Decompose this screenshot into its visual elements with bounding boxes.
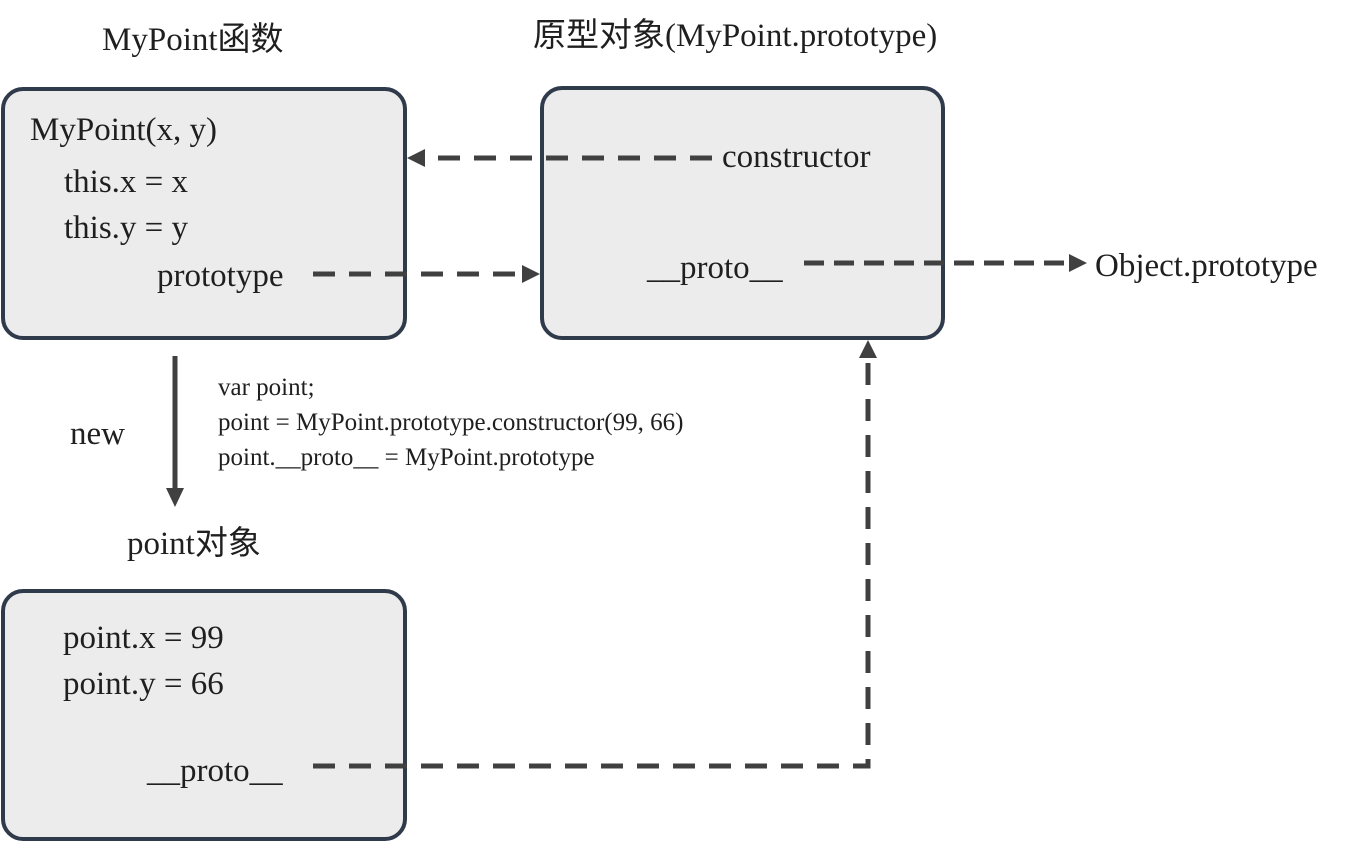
new-arrow bbox=[166, 356, 184, 507]
prototype-object-box bbox=[540, 86, 945, 340]
point-line-x: point.x = 99 bbox=[63, 620, 224, 656]
point-proto-label: __proto__ bbox=[147, 753, 283, 789]
new-label: new bbox=[70, 416, 125, 452]
prototype-property-label: prototype bbox=[157, 258, 284, 294]
function-line-x: this.x = x bbox=[64, 164, 189, 200]
code-line-proto-assign: point.__proto__ = MyPoint.prototype bbox=[218, 444, 595, 471]
code-line-declare: var point; bbox=[218, 374, 315, 401]
object-prototype-label: Object.prototype bbox=[1095, 248, 1318, 284]
code-line-construct: point = MyPoint.prototype.constructor(99… bbox=[218, 409, 684, 436]
prototype-object-title: 原型对象(MyPoint.prototype) bbox=[533, 18, 938, 54]
mypoint-function-title: MyPoint函数 bbox=[102, 22, 284, 58]
point-object-title: point对象 bbox=[127, 526, 261, 562]
mypoint-function-box bbox=[1, 87, 407, 340]
point-line-y: point.y = 66 bbox=[63, 666, 224, 702]
constructor-property-label: constructor bbox=[722, 139, 871, 175]
function-line-y: this.y = y bbox=[64, 210, 189, 246]
function-signature: MyPoint(x, y) bbox=[30, 112, 218, 148]
prototype-proto-label: __proto__ bbox=[647, 250, 783, 286]
